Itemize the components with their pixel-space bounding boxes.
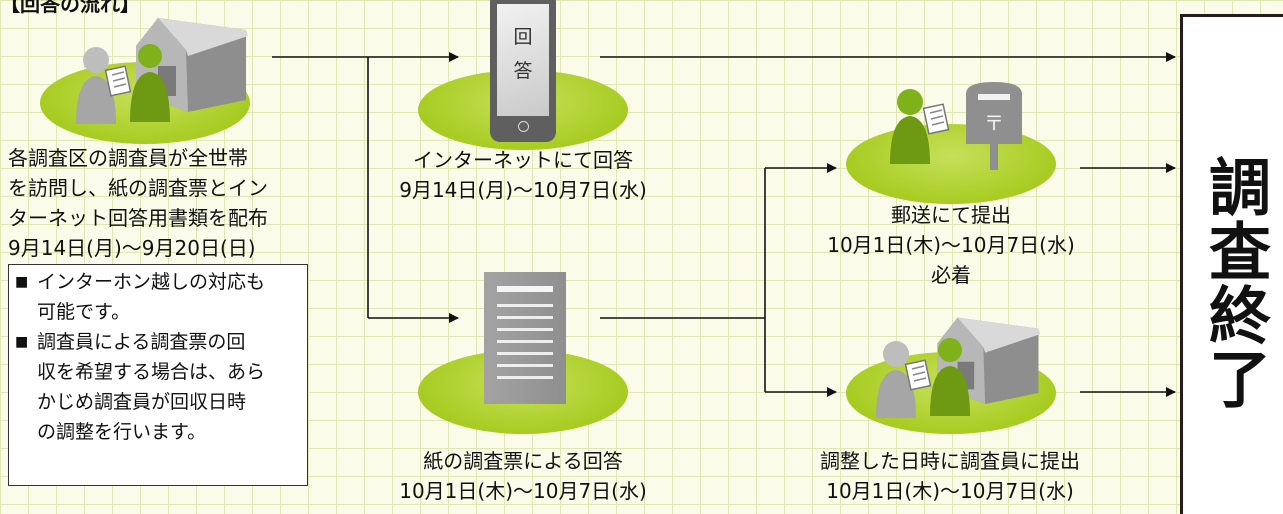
mail-period: 10月1日(木)～10月7日(水) — [827, 233, 1075, 257]
person-icon — [876, 338, 970, 418]
distribution-period: 9月14日(月)～9月20日(日) — [8, 236, 256, 260]
document-line — [497, 376, 553, 379]
tablet-screen: 回 答 — [497, 4, 549, 116]
note-item: ■ インターホン越しの対応も 可能です。 — [15, 267, 303, 327]
note-bullet: ■ — [15, 274, 29, 290]
paper-period: 10月1日(木)～10月7日(水) — [399, 479, 647, 503]
document-header-bar — [497, 286, 553, 292]
distribution-text: 各調査区の調査員が全世帯 を訪問し、紙の調査票とイン ターネット回答用書類を配布… — [8, 143, 328, 263]
paper-label: 紙の調査票による回答 — [423, 449, 623, 473]
internet-label: インターネットにて回答 — [413, 148, 633, 172]
note-line: かじめ調査員が回収日時 — [37, 391, 247, 413]
document-line — [497, 328, 553, 331]
note-line: 調査員による調査票の回 — [37, 331, 246, 353]
collector-period: 10月1日(木)～10月7日(水) — [826, 479, 1074, 503]
svg-text:〒: 〒 — [984, 111, 1004, 135]
collector-text: 調整した日時に調査員に提出 10月1日(木)～10月7日(水) — [800, 446, 1100, 506]
person-icon — [890, 89, 950, 164]
document-icon — [484, 272, 566, 404]
note-line: 収を希望する場合は、あら — [37, 361, 266, 383]
note-item: ■ 調査員による調査票の回 収を希望する場合は、あら かじめ調査員が回収日時 の… — [15, 327, 303, 447]
survey-end-box: 調査終了 — [1180, 14, 1283, 514]
mail-note: 必着 — [931, 263, 971, 287]
notes-box: ■ インターホン越しの対応も 可能です。 ■ 調査員による調査票の回 収を希望す… — [8, 264, 308, 486]
document-line — [497, 364, 553, 367]
document-line — [497, 304, 553, 307]
document-line — [497, 340, 553, 343]
mail-text: 郵送にて提出 10月1日(木)～10月7日(水) 必着 — [816, 200, 1086, 290]
note-line: インターホン越しの対応も — [37, 271, 266, 293]
internet-period: 9月14日(月)～10月7日(水) — [399, 178, 647, 202]
page-title: 【回答の流れ】 — [0, 0, 140, 16]
tablet-home-button — [518, 121, 529, 132]
tablet-icon: 回 答 — [490, 0, 556, 142]
document-line — [497, 352, 553, 355]
collector-label: 調整した日時に調査員に提出 — [820, 449, 1080, 473]
distribution-line: を訪問し、紙の調査票とイン — [8, 176, 268, 200]
mailbox-icon: 〒 — [966, 82, 1022, 170]
paper-text: 紙の調査票による回答 10月1日(木)～10月7日(水) — [388, 446, 658, 506]
internet-text: インターネットにて回答 9月14日(月)～10月7日(水) — [388, 145, 658, 205]
document-line — [497, 316, 553, 319]
distribution-line: 各調査区の調査員が全世帯 — [8, 146, 248, 170]
note-bullet: ■ — [15, 334, 29, 350]
note-line: の調整を行います。 — [37, 421, 207, 443]
survey-end-label: 調査終了 — [1198, 155, 1271, 411]
person-icon — [76, 44, 170, 124]
tablet-char: 答 — [513, 60, 533, 82]
mail-label: 郵送にて提出 — [891, 203, 1011, 227]
tablet-char: 回 — [513, 26, 533, 48]
note-line: 可能です。 — [37, 301, 131, 323]
distribution-line: ターネット回答用書類を配布 — [8, 206, 268, 230]
